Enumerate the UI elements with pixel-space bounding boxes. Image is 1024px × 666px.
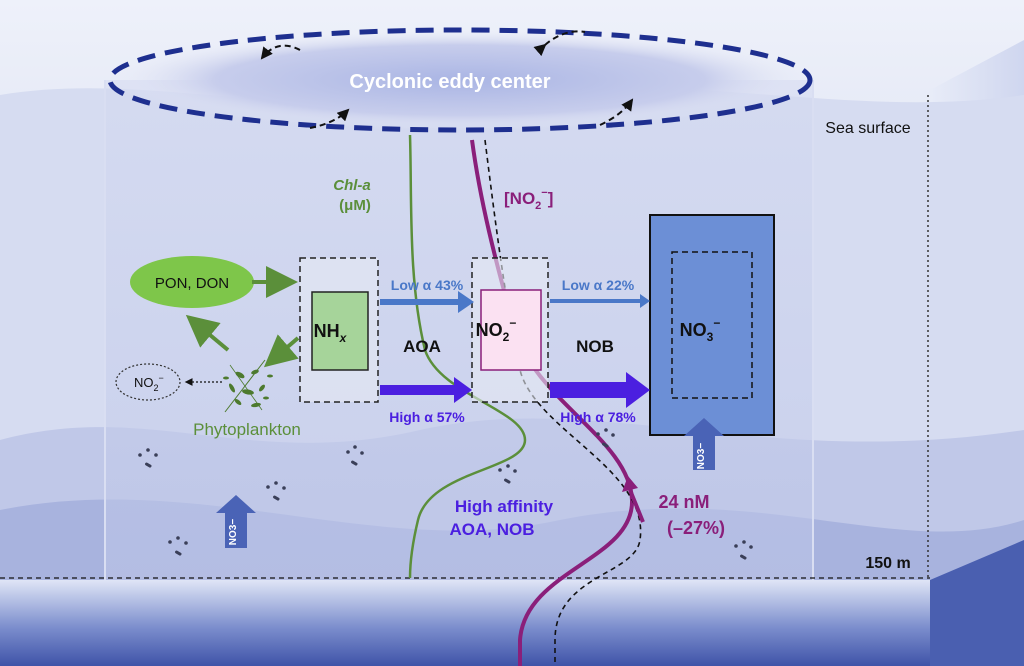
- no3-label: NO3−: [680, 316, 721, 344]
- deep-layer-band: [0, 580, 930, 666]
- no2-excretion-pool: [115, 363, 181, 401]
- no2-excretion-label: NO2−: [134, 373, 164, 393]
- microbe-cluster-icon: [498, 464, 517, 484]
- high-alpha-nob-arrow: [550, 372, 650, 408]
- aoa-label: AOA: [403, 337, 441, 356]
- chl-a-unit-label: (μM): [339, 197, 371, 214]
- no3-inner-box: [671, 251, 753, 399]
- high-alpha-nob-label: High α 78%: [560, 409, 636, 425]
- svg-text:NO3−: NO3−: [696, 443, 707, 470]
- no2-concentration-label: 24 nM: [658, 492, 709, 512]
- svg-text:NO3−: NO3−: [228, 519, 239, 546]
- high-affinity-organisms-label: AOA, NOB: [450, 520, 535, 539]
- high-affinity-label: High affinity: [455, 497, 554, 516]
- phyto-to-pon-arrow: [185, 314, 230, 352]
- no2-inner-box: [480, 289, 542, 371]
- phytoplankton-label: Phytoplankton: [193, 420, 301, 439]
- nhx-inner-box: [311, 291, 369, 371]
- low-alpha-aoa-label: Low α 43%: [391, 277, 464, 293]
- no2-decrease-arrowhead: [622, 476, 638, 492]
- nob-label: NOB: [576, 337, 614, 356]
- microbe-cluster-icon: [734, 540, 753, 560]
- eddy-title: Cyclonic eddy center: [349, 71, 550, 93]
- rotation-arrow-icon: [533, 30, 586, 57]
- microbe-cluster-icon: [266, 481, 286, 501]
- no2-label: NO2−: [476, 316, 517, 344]
- nhx-to-phyto-arrow: [263, 334, 300, 368]
- chl-a-label: Chl-a: [333, 177, 371, 194]
- no3-upward-arrow-icon: NO3−: [216, 495, 256, 548]
- low-alpha-aoa-arrow: [380, 291, 474, 313]
- sea-surface-label: Sea surface: [825, 120, 910, 137]
- no2-change-label: (–27%): [667, 518, 725, 538]
- microbe-cluster-icon: [168, 536, 188, 556]
- phytoplankton-icon: [223, 359, 273, 413]
- no2-profile-label: [NO2−]: [504, 187, 553, 212]
- low-alpha-nob-arrow: [550, 294, 650, 308]
- no3-outer-box: [649, 214, 775, 436]
- eddy-boundary-ellipse: [107, 27, 813, 133]
- microbe-cluster-icon: [138, 448, 158, 468]
- pon-don-pool: [130, 256, 254, 308]
- pon-don-label: PON, DON: [155, 275, 229, 292]
- eddy-surface-glow: [110, 30, 810, 130]
- nhx-label: NHx: [314, 321, 348, 345]
- low-alpha-nob-label: Low α 22%: [562, 277, 635, 293]
- chl-a-profile-line: [408, 134, 527, 579]
- rotation-arrow-icon: [599, 98, 634, 126]
- reference-profile-dashed: [484, 139, 642, 666]
- deep-layer-side: [930, 540, 1024, 666]
- microbe-cluster-icon: [596, 428, 615, 448]
- rotation-arrow-icon: [260, 44, 301, 60]
- rotation-arrow-icon: [309, 108, 350, 129]
- high-alpha-aoa-label: High α 57%: [389, 409, 465, 425]
- no3-upward-arrow-icon: NO3−: [684, 418, 724, 470]
- depth-label: 150 m: [865, 555, 910, 572]
- microbe-cluster-icon: [346, 445, 364, 466]
- high-alpha-aoa-arrow: [380, 377, 472, 403]
- no2-profile-line: [470, 139, 635, 666]
- no2-decrease-arrow: [628, 489, 645, 523]
